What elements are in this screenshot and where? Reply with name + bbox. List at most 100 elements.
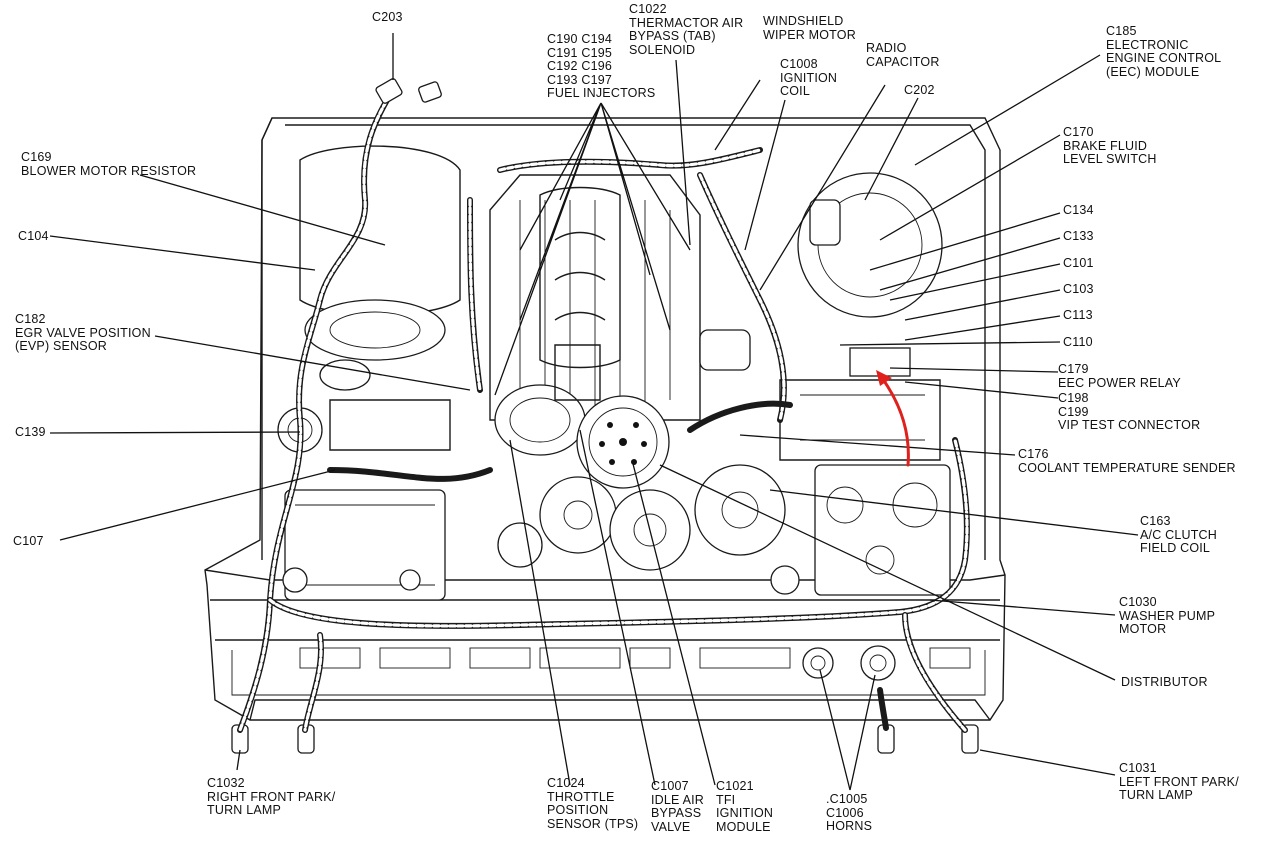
label-line: WINDSHIELD: [763, 14, 844, 28]
label-line: POSITION: [547, 803, 609, 817]
label-c185-eec-module: C185 ELECTRONIC ENGINE CONTROL (EEC) MOD…: [1106, 24, 1222, 79]
c203-connector: [375, 78, 442, 104]
label-line: C1021: [716, 779, 754, 793]
label-line: IGNITION: [716, 806, 774, 820]
label-line: IGNITION: [780, 70, 838, 85]
label-line: CAPACITOR: [866, 54, 940, 69]
label-c104: C104: [18, 229, 49, 244]
label-line: C139: [15, 425, 46, 439]
label-line: HORNS: [826, 819, 873, 833]
label-line: .C1005: [826, 792, 868, 806]
label-distributor: DISTRIBUTOR: [1121, 675, 1208, 690]
label-line: C1031: [1119, 761, 1157, 775]
left-side-components: [277, 145, 461, 601]
label-c1008-ignition-coil: C1008 IGNITION COIL: [780, 57, 838, 99]
label-line: WASHER PUMP: [1119, 608, 1216, 623]
label-windshield-wiper-motor: WINDSHIELD WIPER MOTOR: [763, 14, 856, 42]
label-line: ENGINE CONTROL: [1106, 51, 1222, 65]
label-line: TURN LAMP: [207, 803, 282, 817]
label-line: SOLENOID: [629, 42, 696, 57]
label-c113: C113: [1063, 308, 1093, 323]
label-line: C198: [1058, 391, 1089, 405]
label-line: C170: [1063, 125, 1094, 139]
label-line: C193 C197: [547, 72, 613, 87]
label-line: C101: [1063, 256, 1094, 270]
label-c169-blower-motor-resistor: C169 BLOWER MOTOR RESISTOR: [21, 150, 196, 178]
distributor-cap: [576, 395, 670, 489]
label-line: C110: [1063, 335, 1093, 349]
label-line: (EEC) MODULE: [1106, 64, 1200, 79]
label-c163-ac-clutch: C163 A/C CLUTCH FIELD COIL: [1140, 514, 1218, 556]
horns: [802, 645, 896, 681]
label-line: DISTRIBUTOR: [1121, 675, 1208, 689]
label-line: C1008: [780, 57, 818, 71]
label-c179-eec-power-relay: C179 EEC POWER RELAY: [1058, 362, 1181, 390]
label-line: C134: [1063, 203, 1094, 217]
label-line: C103: [1063, 282, 1094, 296]
label-line: C190 C194: [547, 32, 613, 46]
label-line: THERMACTOR AIR: [629, 15, 744, 30]
label-c1005-horns: .C1005 C1006 HORNS: [826, 792, 873, 834]
label-line: FIELD COIL: [1140, 541, 1211, 555]
label-c176-coolant-temp-sender: C176 COOLANT TEMPERATURE SENDER: [1018, 447, 1236, 475]
label-line: C133: [1063, 229, 1094, 243]
label-c1022-tab-solenoid: C1022 THERMACTOR AIR BYPASS (TAB) SOLENO…: [629, 2, 744, 57]
label-line: EEC POWER RELAY: [1058, 375, 1181, 390]
label-line: C1032: [207, 776, 245, 790]
label-c202: C202: [904, 83, 935, 98]
label-line: MODULE: [716, 819, 771, 834]
label-line: COOLANT TEMPERATURE SENDER: [1018, 460, 1236, 475]
label-line: THROTTLE: [547, 789, 615, 804]
label-line: LEFT FRONT PARK/: [1119, 774, 1239, 789]
label-line: ELECTRONIC: [1106, 37, 1189, 52]
label-c110: C110: [1063, 335, 1093, 350]
label-c101: C101: [1063, 256, 1094, 271]
label-line: C203: [372, 10, 403, 24]
label-line: C182: [15, 312, 46, 326]
label-c134: C134: [1063, 203, 1094, 218]
label-line: WIPER MOTOR: [763, 27, 856, 42]
label-c1032-right-front-park: C1032 RIGHT FRONT PARK/ TURN LAMP: [207, 776, 335, 818]
label-line: C179: [1058, 362, 1089, 376]
label-line: SENSOR (TPS): [547, 816, 639, 831]
label-line: BYPASS (TAB): [629, 29, 716, 43]
highlight-arrow: [876, 370, 910, 467]
label-line: FUEL INJECTORS: [547, 86, 656, 100]
pulleys: [497, 464, 800, 595]
label-line: TFI: [716, 792, 736, 807]
label-line: C169: [21, 150, 52, 164]
label-line: C1006: [826, 805, 864, 820]
label-line: C104: [18, 229, 49, 243]
label-c1030-washer-pump: C1030 WASHER PUMP MOTOR: [1119, 595, 1216, 637]
label-line: (EVP) SENSOR: [15, 339, 107, 353]
label-c133: C133: [1063, 229, 1094, 244]
label-line: VIP TEST CONNECTOR: [1058, 418, 1201, 432]
grille-slots: [299, 647, 971, 669]
label-line: C107: [13, 534, 44, 548]
label-c1007-idle-air-bypass: C1007 IDLE AIR BYPASS VALVE: [651, 779, 705, 834]
label-fuel-injectors: C190 C194 C191 C195 C192 C196 C193 C197 …: [547, 32, 656, 101]
wiring-harness: [237, 92, 970, 733]
label-line: C113: [1063, 308, 1093, 322]
label-c170-brake-fluid: C170 BRAKE FLUID LEVEL SWITCH: [1063, 125, 1157, 167]
park-lamp-sockets: [231, 724, 979, 754]
label-line: BYPASS: [651, 806, 702, 820]
label-line: C192 C196: [547, 59, 613, 73]
label-c198-vip-test-connector: C198 C199 VIP TEST CONNECTOR: [1058, 391, 1201, 433]
label-line: C1022: [629, 2, 667, 16]
label-c203: C203: [372, 10, 403, 25]
label-line: IDLE AIR: [651, 792, 705, 807]
label-line: C199: [1058, 404, 1089, 419]
label-line: LEVEL SWITCH: [1063, 152, 1157, 166]
label-line: COIL: [780, 84, 810, 98]
label-line: A/C CLUTCH: [1140, 527, 1218, 542]
label-c103: C103: [1063, 282, 1094, 297]
leader-lines: [49, 33, 1139, 791]
label-line: RADIO: [866, 41, 907, 55]
label-radio-capacitor: RADIO CAPACITOR: [866, 41, 940, 69]
label-line: TURN LAMP: [1119, 788, 1194, 802]
label-c182-evp-sensor: C182 EGR VALVE POSITION (EVP) SENSOR: [15, 312, 151, 354]
label-c107: C107: [13, 534, 44, 549]
label-line: EGR VALVE POSITION: [15, 325, 151, 340]
